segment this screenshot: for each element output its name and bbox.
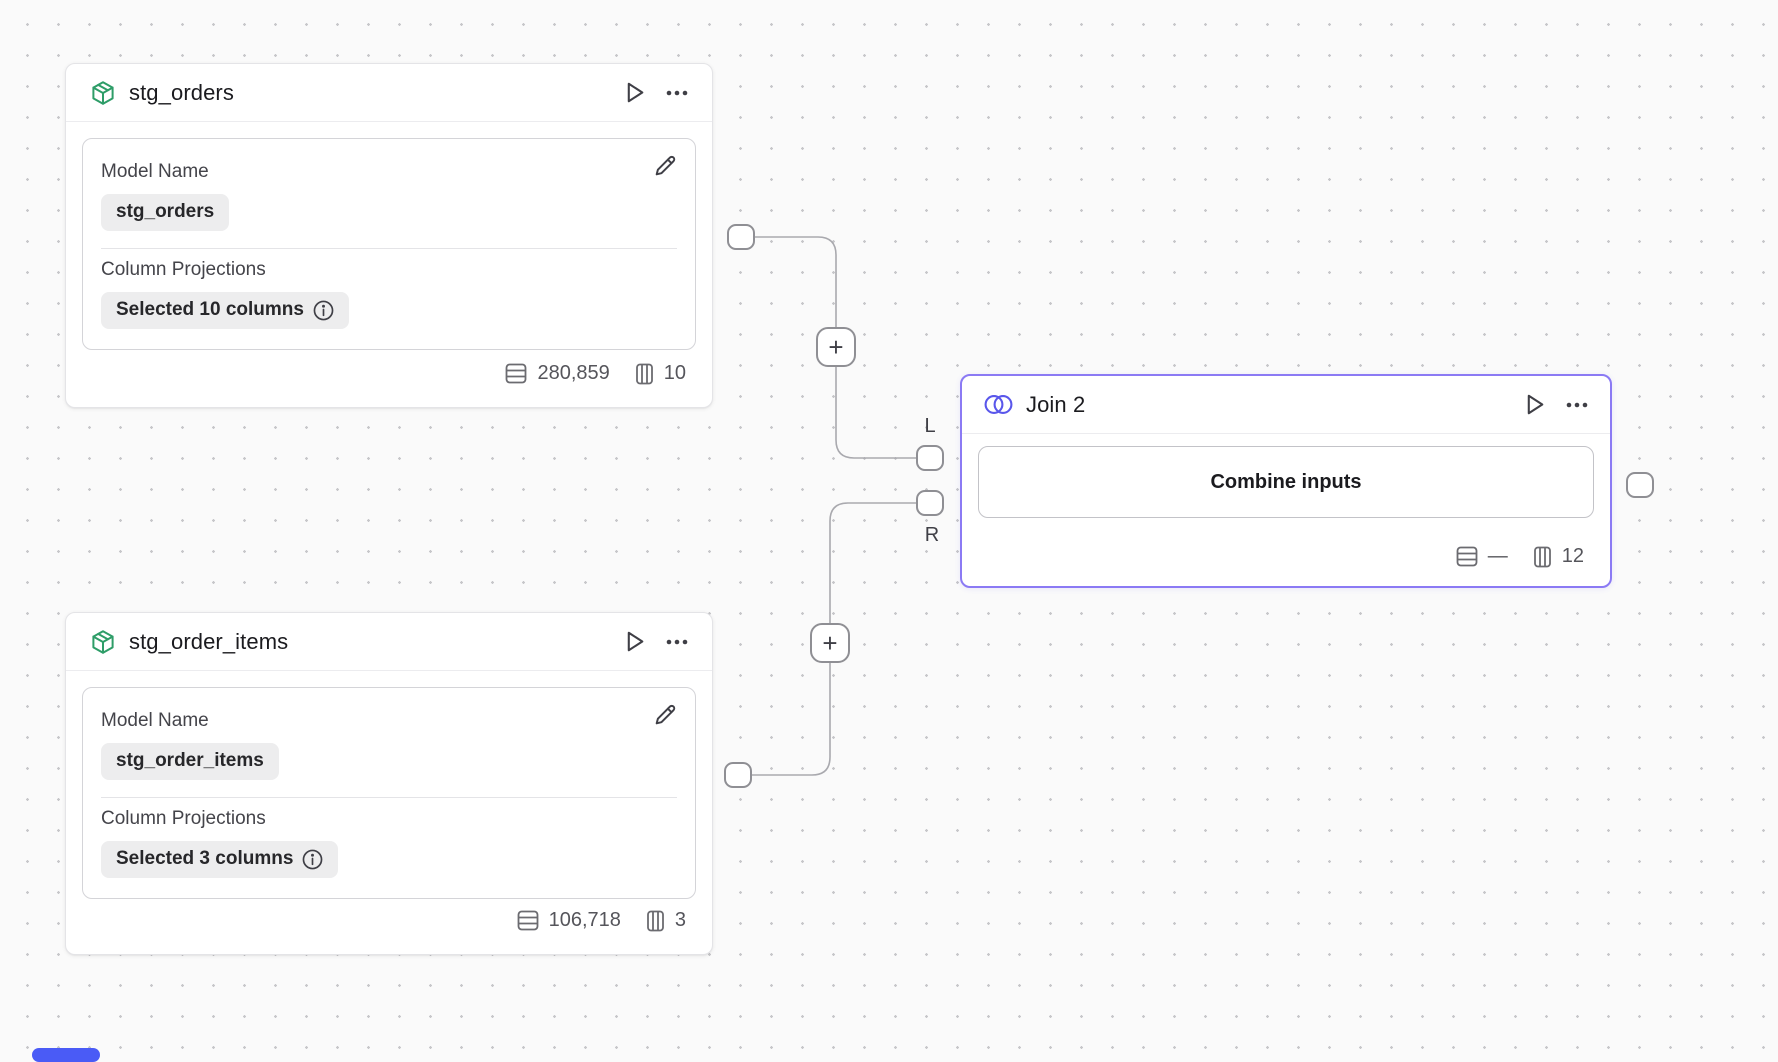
column-projections-label: Column Projections bbox=[101, 259, 266, 280]
cube-icon bbox=[90, 80, 116, 106]
node-title: stg_orders bbox=[129, 79, 234, 105]
row-count-stat: 280,859 bbox=[505, 362, 610, 385]
column-count-value: 3 bbox=[674, 909, 686, 931]
edit-model-name-button[interactable] bbox=[652, 701, 679, 728]
join-right-port-label: R bbox=[924, 524, 940, 546]
venn-join-icon bbox=[984, 393, 1013, 416]
edit-model-name-button[interactable] bbox=[652, 152, 679, 179]
rows-icon bbox=[506, 363, 527, 384]
model-name-chip[interactable]: stg_orders bbox=[101, 194, 230, 231]
offscreen-node-edge[interactable] bbox=[32, 1048, 100, 1062]
model-name-value: stg_order_items bbox=[116, 750, 264, 771]
rows-icon bbox=[1456, 546, 1478, 567]
model-name-label: Model Name bbox=[101, 710, 209, 731]
output-port-stg-order-items[interactable] bbox=[724, 762, 752, 788]
node-stats: 280,859 10 bbox=[66, 362, 712, 407]
column-count-value: 12 bbox=[1561, 545, 1584, 567]
info-icon bbox=[303, 849, 323, 869]
card-divider bbox=[101, 248, 677, 249]
column-count-stat: 12 bbox=[1533, 545, 1584, 568]
more-options-button[interactable] bbox=[666, 639, 688, 645]
columns-icon bbox=[646, 910, 664, 931]
cube-icon bbox=[90, 629, 116, 655]
node-title: Join 2 bbox=[1026, 391, 1086, 417]
node-stg-order-items[interactable]: stg_order_items Model Name stg_order_ite… bbox=[65, 612, 713, 955]
column-projections-chip[interactable]: Selected 3 columns bbox=[101, 841, 339, 878]
node-stats: — 12 bbox=[962, 545, 1610, 586]
column-projections-label: Column Projections bbox=[101, 808, 266, 829]
node-header: stg_orders bbox=[66, 64, 712, 122]
column-projections-value: Selected 3 columns bbox=[116, 848, 294, 869]
node-stats: 106,718 3 bbox=[66, 909, 712, 954]
model-name-chip[interactable]: stg_order_items bbox=[101, 743, 279, 780]
join-output-port[interactable] bbox=[1626, 472, 1654, 498]
node-stg-orders[interactable]: stg_orders Model Name stg_orders bbox=[65, 63, 713, 408]
node-header: Join 2 bbox=[962, 376, 1610, 434]
row-count-stat: — bbox=[1456, 545, 1508, 568]
add-step-on-wire-button-bottom[interactable]: + bbox=[810, 623, 850, 663]
node-join-2[interactable]: Join 2 Combine inputs — bbox=[960, 374, 1612, 588]
node-config-card: Model Name stg_orders Column Projections… bbox=[82, 138, 696, 350]
node-config-card: Model Name stg_order_items Column Projec… bbox=[82, 687, 696, 899]
run-node-button[interactable] bbox=[621, 628, 648, 655]
more-options-button[interactable] bbox=[1566, 402, 1588, 408]
more-options-button[interactable] bbox=[666, 90, 688, 96]
row-count-value: — bbox=[1487, 545, 1508, 567]
node-title: stg_order_items bbox=[129, 628, 289, 654]
card-divider bbox=[101, 797, 677, 798]
node-header: stg_order_items bbox=[66, 613, 712, 671]
info-icon bbox=[313, 300, 334, 320]
row-count-value: 280,859 bbox=[537, 362, 610, 384]
column-count-stat: 10 bbox=[635, 362, 686, 385]
join-right-input-port[interactable] bbox=[916, 490, 944, 516]
row-count-stat: 106,718 bbox=[517, 909, 621, 932]
combine-inputs-button[interactable]: Combine inputs bbox=[978, 446, 1594, 518]
output-port-stg-orders[interactable] bbox=[727, 224, 755, 250]
column-count-value: 10 bbox=[663, 362, 686, 384]
add-step-on-wire-button-top[interactable]: + bbox=[816, 327, 856, 367]
model-name-label: Model Name bbox=[101, 161, 209, 182]
join-left-port-label: L bbox=[924, 415, 936, 437]
row-count-value: 106,718 bbox=[548, 909, 621, 931]
model-name-value: stg_orders bbox=[116, 201, 215, 222]
columns-icon bbox=[635, 363, 653, 384]
run-node-button[interactable] bbox=[621, 79, 648, 106]
run-node-button[interactable] bbox=[1521, 391, 1548, 418]
column-projections-value: Selected 10 columns bbox=[116, 299, 304, 320]
rows-icon bbox=[517, 910, 538, 931]
columns-icon bbox=[1533, 546, 1551, 567]
join-left-input-port[interactable] bbox=[916, 445, 944, 471]
column-projections-chip[interactable]: Selected 10 columns bbox=[101, 292, 349, 329]
column-count-stat: 3 bbox=[646, 909, 686, 932]
